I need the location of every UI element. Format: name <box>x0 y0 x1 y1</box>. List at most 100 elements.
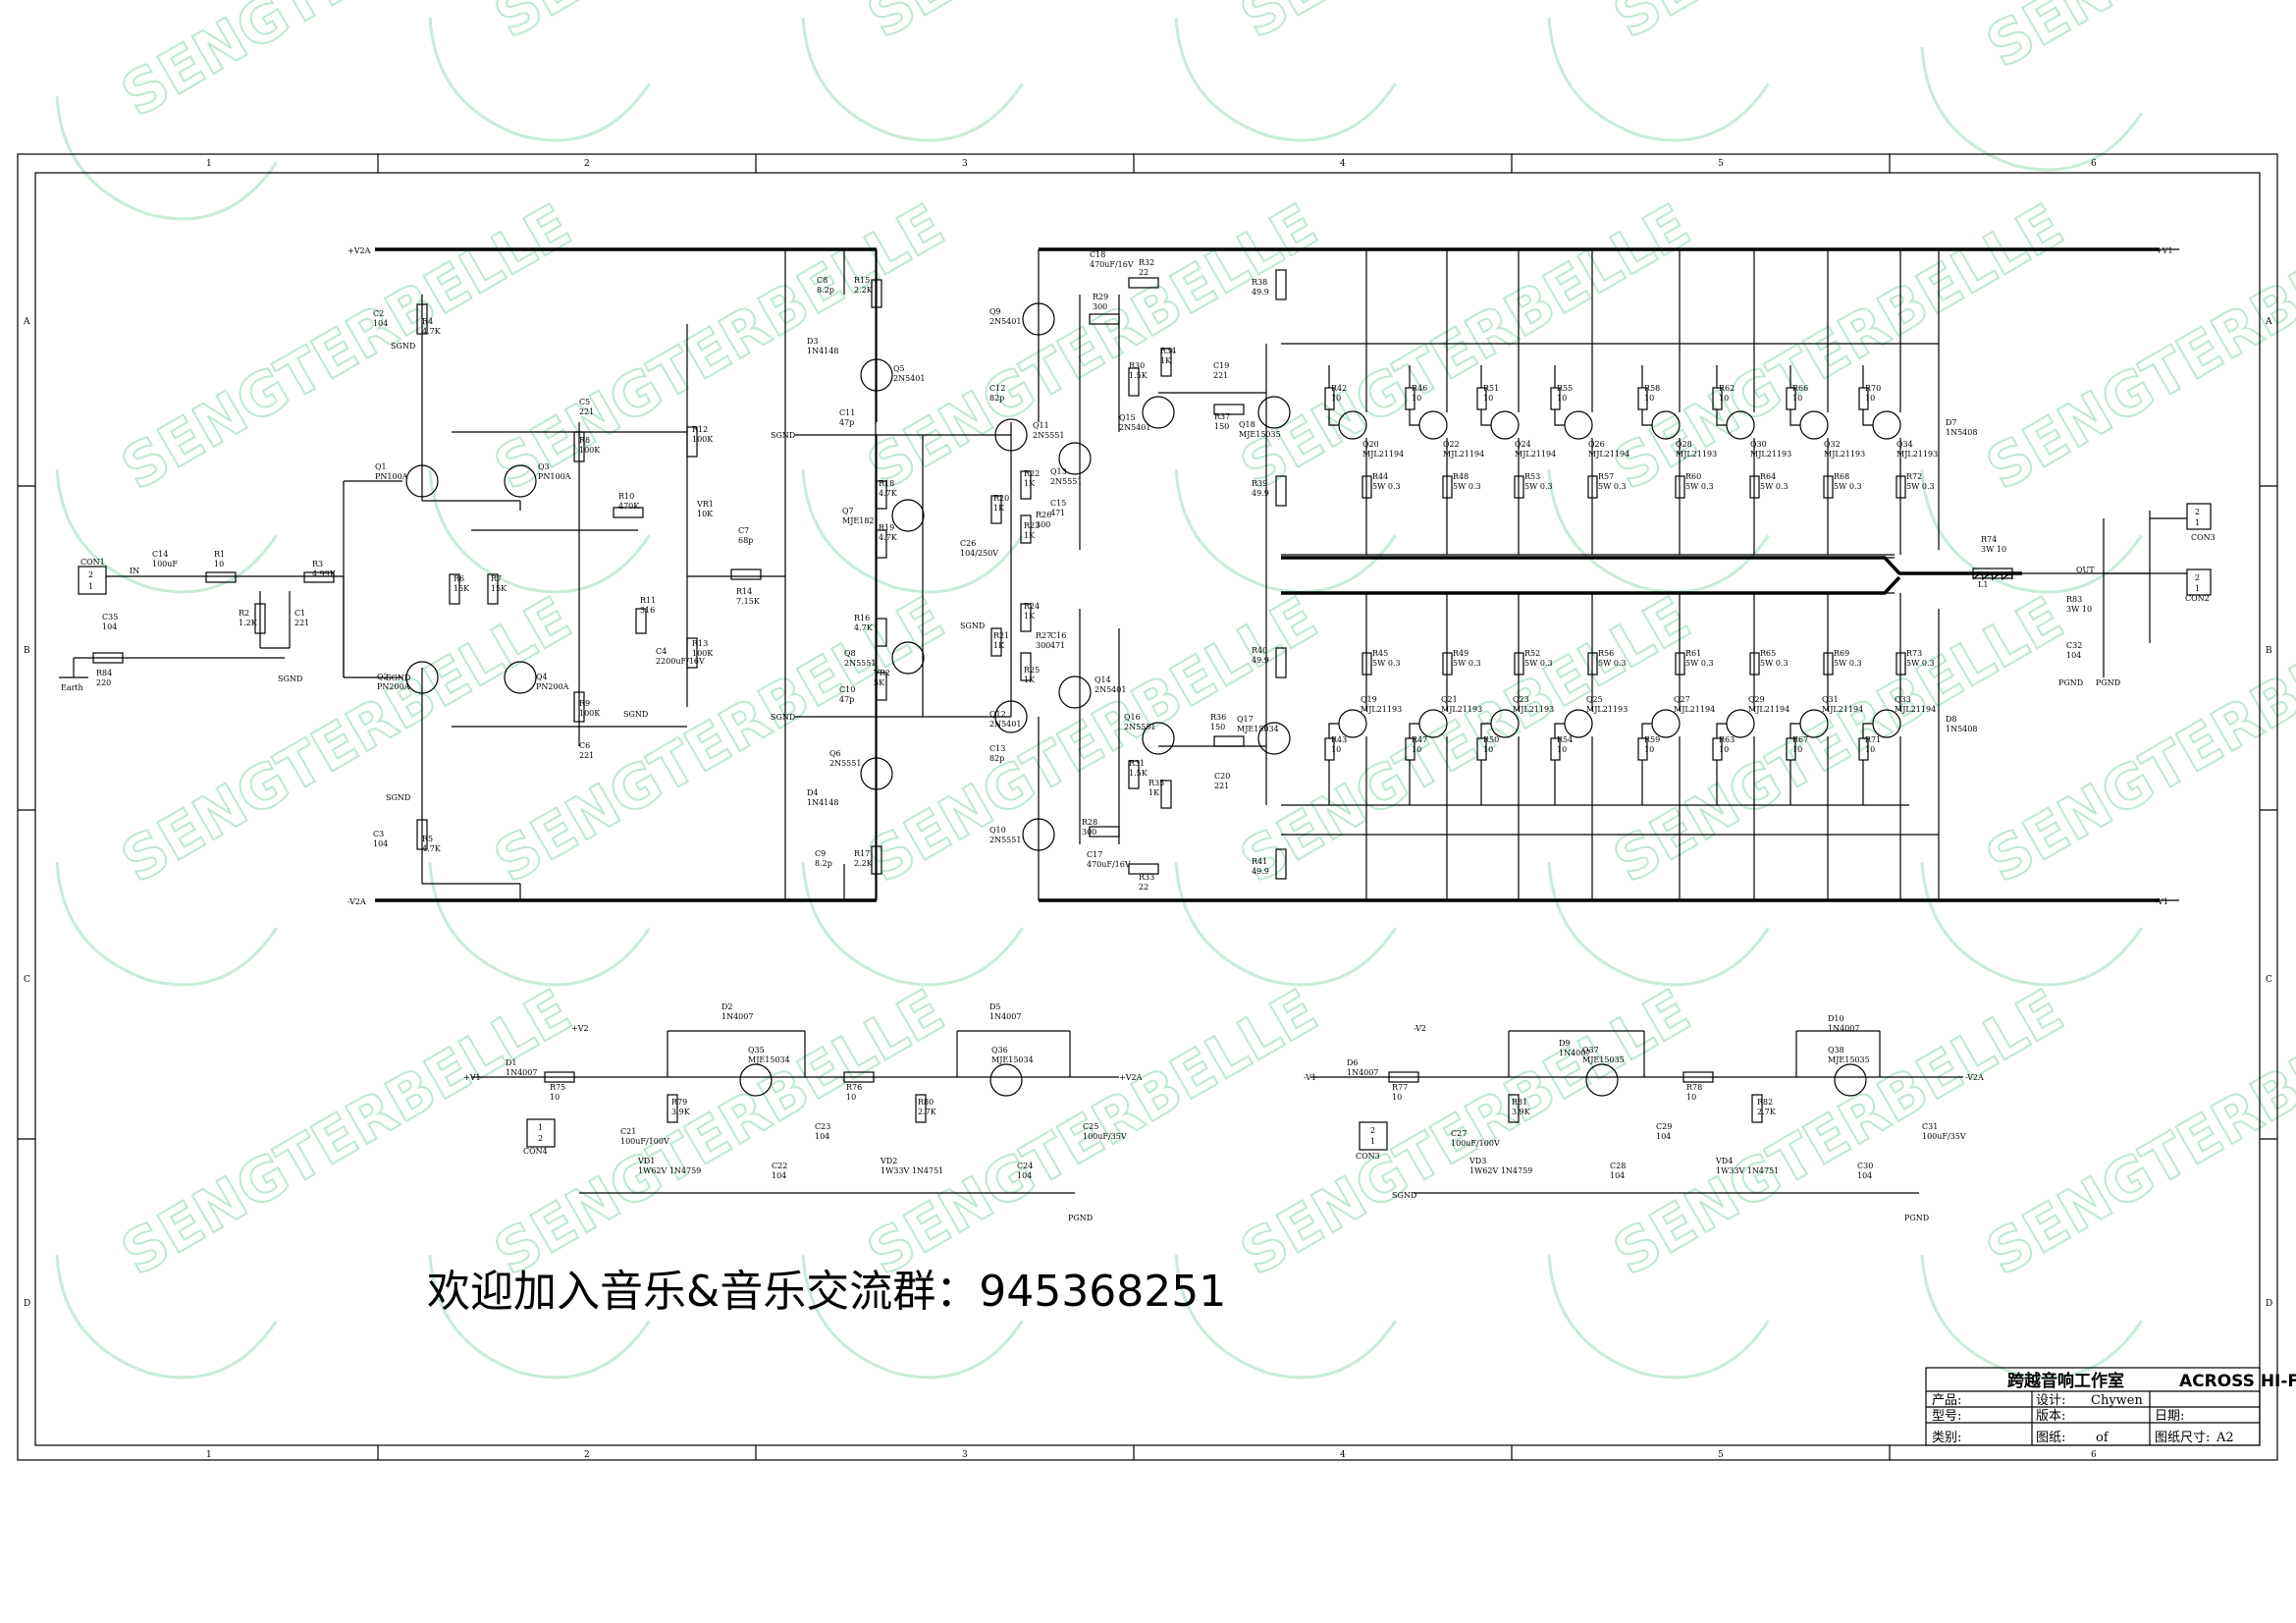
component-value: 22 <box>1139 268 1148 277</box>
component-value: 1K <box>1024 479 1036 488</box>
component-value: MJE15034 <box>1237 725 1279 733</box>
component-ref: VD2 <box>880 1157 897 1165</box>
component-ref: R78 <box>1686 1083 1702 1092</box>
component-value: 104 <box>1857 1171 1872 1180</box>
component-value: 68p <box>738 536 753 545</box>
component-ref: D10 <box>1828 1014 1844 1023</box>
node-label: -V2 <box>1414 1024 1426 1033</box>
con3-box <box>2186 503 2212 530</box>
component-value: 5K <box>874 678 885 687</box>
resistor-ref: R55 <box>1557 384 1573 393</box>
node-label: -V1 <box>1304 1073 1316 1082</box>
component-value: 104 <box>1656 1132 1671 1141</box>
watermark-layer: SENGTERBELLESENGTERBELLESENGTERBELLESENG… <box>55 0 2296 1380</box>
component-value: 104/250V <box>960 549 998 558</box>
resistor-ref: R47 <box>1412 735 1427 744</box>
resistor-value: 10 <box>1644 394 1654 403</box>
component-ref: R39 <box>1252 479 1267 488</box>
component-value: 22 <box>1139 883 1148 892</box>
node-label: +V2A <box>1119 1073 1143 1082</box>
component-ref: D7 <box>1946 418 1957 427</box>
component-value: 8.2p <box>817 286 834 295</box>
output-stage <box>1281 249 2160 900</box>
component-value: 300 <box>1036 520 1050 529</box>
output-wire <box>1480 593 1520 900</box>
transistor-ref: Q21 <box>1441 695 1458 704</box>
resistor-ref: R44 <box>1372 472 1388 481</box>
transistor-value: MJL21193 <box>1361 705 1402 714</box>
component-ref: D1 <box>506 1058 517 1067</box>
component-value: 1W62V 1N4759 <box>638 1166 701 1175</box>
component-ref: VD1 <box>637 1157 655 1165</box>
component-ref: D6 <box>1347 1058 1359 1067</box>
component-ref: R79 <box>671 1098 687 1107</box>
component-value: 4.7K <box>879 489 898 498</box>
resistor-value: 10 <box>1483 394 1493 403</box>
resistor-ref: R57 <box>1598 472 1614 481</box>
component-ref: C27 <box>1451 1129 1467 1138</box>
component-value: PN100A <box>538 472 571 481</box>
component-ref: R23 <box>1024 521 1040 530</box>
ground-label: SGND <box>771 431 795 440</box>
transistor-value: MJL21194 <box>1588 450 1629 459</box>
output-wire <box>1789 249 1829 555</box>
component-ref: R28 <box>1082 818 1097 827</box>
component-ref: R12 <box>692 425 708 434</box>
resistor-ref: R48 <box>1453 472 1468 481</box>
component-value: MJE15034 <box>991 1055 1034 1064</box>
component-value: 100K <box>579 446 601 455</box>
zone-column-marker: 1 <box>206 1450 212 1460</box>
component-value: 221 <box>1213 371 1228 380</box>
component-value: MJE15035 <box>1582 1055 1625 1064</box>
node-label: +V2 <box>571 1024 589 1033</box>
resistor-value: 5W 0.3 <box>1598 659 1627 668</box>
resistor-value: 5W 0.3 <box>1760 659 1789 668</box>
watermark-arc <box>1174 861 1397 987</box>
component-value: 2N5551 <box>1124 723 1155 731</box>
watermark-arc <box>1920 861 2143 987</box>
con2-box <box>2186 568 2212 596</box>
transistor-value: MJL21194 <box>1674 705 1715 714</box>
transistor-ref: Q28 <box>1676 440 1692 449</box>
component-value: 100uF/100V <box>1451 1139 1500 1148</box>
ground-label: SGND <box>391 342 415 351</box>
component-value: 100uF/35V <box>1083 1132 1127 1141</box>
resistor-ref: R45 <box>1372 649 1388 658</box>
component-value: 104 <box>373 839 388 848</box>
sheet-label: 图纸: <box>2036 1431 2065 1445</box>
con3-label: CON3 <box>2191 533 2216 542</box>
ground-label: SGND <box>278 675 302 683</box>
watermark-arc <box>801 468 1024 594</box>
component-ref: R3 <box>312 560 323 568</box>
transistor-ref: Q23 <box>1513 695 1529 704</box>
component-value: 15K <box>454 584 470 593</box>
component-ref: Q17 <box>1237 715 1254 724</box>
component-value: 470uF/16V <box>1090 260 1134 269</box>
resistor-value: 5W 0.3 <box>1685 659 1714 668</box>
component-ref: R40 <box>1252 646 1267 655</box>
component-value: 3.9K <box>671 1108 691 1116</box>
component-value: 1N4007 <box>1828 1024 1859 1033</box>
component-ref: Q18 <box>1239 420 1255 429</box>
date-label: 日期: <box>2155 1409 2184 1424</box>
component-ref: C20 <box>1214 772 1230 781</box>
component-ref: R8 <box>579 436 590 445</box>
resistor-ref: R73 <box>1906 649 1922 658</box>
component-value: 2N5551 <box>1033 431 1064 440</box>
component-value: 2N5401 <box>1119 423 1150 432</box>
component-value: 2.2K <box>854 286 874 295</box>
output-label: OUT <box>2076 566 2095 574</box>
component-value: 1K <box>1160 356 1172 365</box>
power-npn-transistor <box>1872 410 1901 440</box>
ground-label: PGND <box>2096 678 2120 687</box>
component-ref: R13 <box>692 639 708 648</box>
ground-label: SGND <box>623 710 648 719</box>
studio-name: 跨越音响工作室 <box>2007 1371 2124 1391</box>
resistor-value: 10 <box>1412 394 1421 403</box>
ground-label: PGND <box>2058 678 2083 687</box>
component-ref: Q10 <box>989 826 1006 835</box>
resistor-ref: R51 <box>1483 384 1499 393</box>
component-value: 2N5551 <box>844 659 876 668</box>
component-ref: C1 <box>294 609 305 618</box>
